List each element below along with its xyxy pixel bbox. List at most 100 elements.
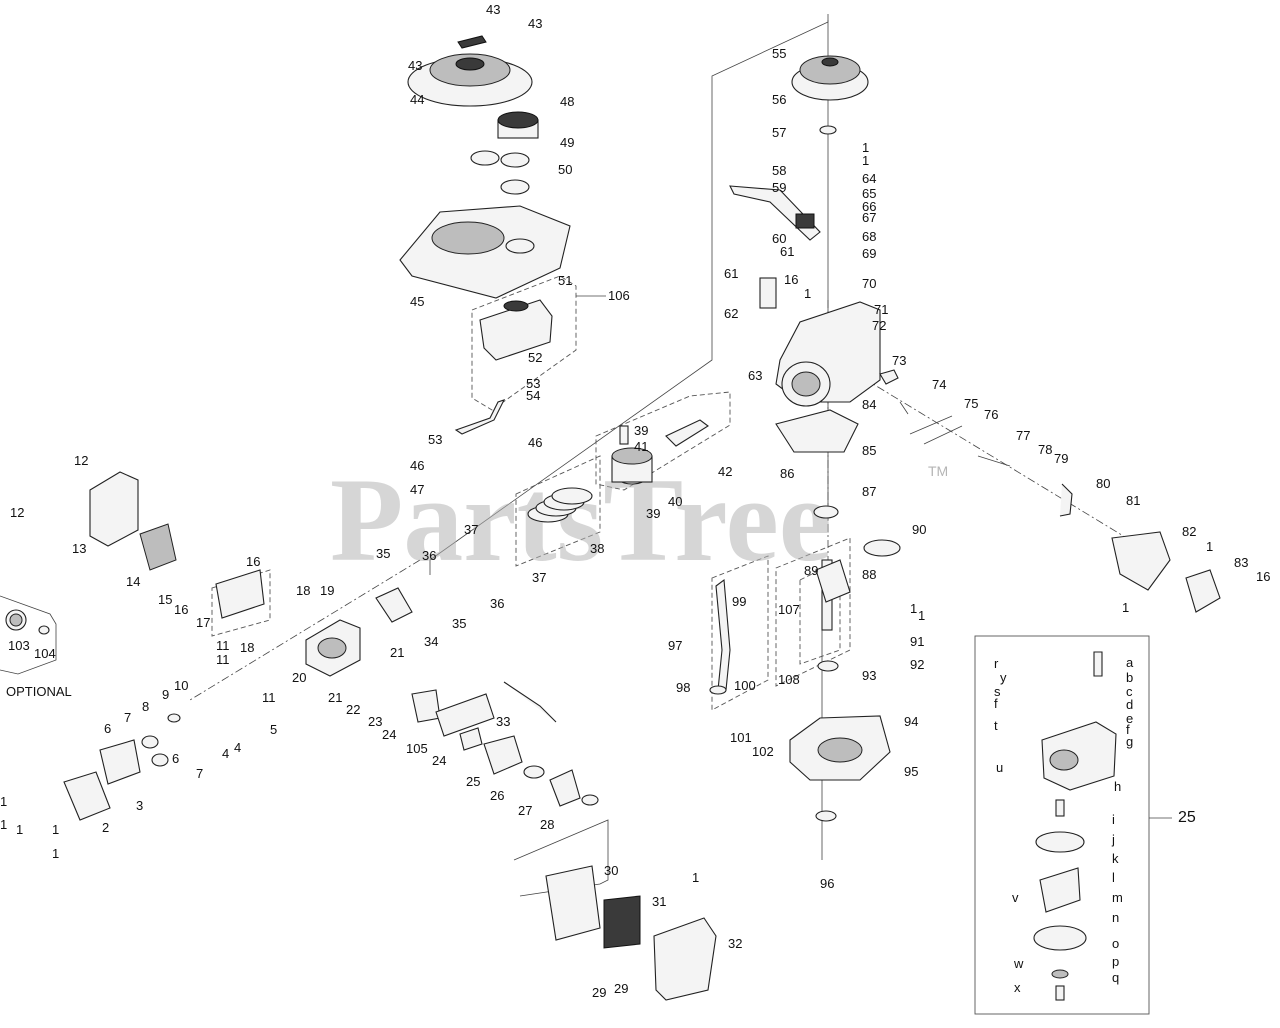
callout: 93 bbox=[862, 668, 876, 683]
callout: 1 bbox=[0, 817, 7, 832]
callout: 13 bbox=[72, 541, 86, 556]
callout: 52 bbox=[528, 350, 542, 365]
callout: 39 bbox=[646, 506, 660, 521]
carburetor-detail bbox=[1033, 651, 1117, 1001]
callout: 46 bbox=[528, 435, 542, 450]
callout: 66 bbox=[862, 199, 876, 214]
carb-letter: x bbox=[1014, 980, 1021, 995]
carb-letter: f bbox=[1126, 722, 1130, 737]
callout: 7 bbox=[124, 710, 131, 725]
callout: 79 bbox=[1054, 451, 1068, 466]
callout: 6 bbox=[104, 721, 111, 736]
oil-dipstick-tube bbox=[709, 578, 731, 695]
watermark-trademark: TM bbox=[928, 463, 948, 479]
carb-letter: d bbox=[1126, 697, 1133, 712]
callout: 55 bbox=[772, 46, 786, 61]
recoil-starter bbox=[407, 35, 533, 107]
callout: 9 bbox=[162, 687, 169, 702]
carb-letter: s bbox=[994, 684, 1001, 699]
callout: 21 bbox=[328, 690, 342, 705]
watermark-brand: PartsTree bbox=[330, 453, 832, 586]
callout: 47 bbox=[410, 482, 424, 497]
callout: 8 bbox=[142, 699, 149, 714]
callout: 29 bbox=[592, 985, 606, 1000]
callout: 32 bbox=[728, 936, 742, 951]
carburetor-and-intake bbox=[411, 681, 599, 807]
callout: 97 bbox=[668, 638, 682, 653]
callout: 53 bbox=[526, 376, 540, 391]
callout: 105 bbox=[406, 741, 428, 756]
callout: 22 bbox=[346, 702, 360, 717]
callout: 1 bbox=[52, 846, 59, 861]
callout: 80 bbox=[1096, 476, 1110, 491]
callout: 16 bbox=[1256, 569, 1270, 584]
callout: 48 bbox=[560, 94, 574, 109]
callout: 61 bbox=[780, 244, 794, 259]
callout: 18 bbox=[240, 640, 254, 655]
callout: 3 bbox=[136, 798, 143, 813]
carb-letter: w bbox=[1013, 956, 1024, 971]
callout: 11 bbox=[216, 638, 230, 653]
carb-letter: g bbox=[1126, 734, 1133, 749]
callout: 16 bbox=[784, 272, 798, 287]
callout: 73 bbox=[892, 353, 906, 368]
carb-letter: j bbox=[1111, 832, 1115, 847]
carb-letter: l bbox=[1112, 870, 1115, 885]
callout: 87 bbox=[862, 484, 876, 499]
callout: 25 bbox=[466, 774, 480, 789]
callout: 84 bbox=[862, 397, 876, 412]
callout: 11 bbox=[262, 690, 276, 705]
valve-cover bbox=[63, 713, 181, 821]
crankcase bbox=[775, 301, 881, 453]
callout: 12 bbox=[74, 453, 88, 468]
carb-letter: h bbox=[1114, 779, 1121, 794]
callout: 26 bbox=[490, 788, 504, 803]
callout: 57 bbox=[772, 125, 786, 140]
callout: 69 bbox=[862, 246, 876, 261]
callout: 107 bbox=[778, 602, 800, 617]
callout: 24 bbox=[382, 727, 396, 742]
callout: 43 bbox=[486, 2, 500, 17]
callout: 99 bbox=[732, 594, 746, 609]
callout: 43 bbox=[528, 16, 542, 31]
callout: 65 bbox=[862, 186, 876, 201]
carb-letter: m bbox=[1112, 890, 1123, 905]
carb-letter: r bbox=[994, 656, 999, 671]
optional-filter bbox=[5, 609, 50, 635]
carb-letter: e bbox=[1126, 711, 1133, 726]
carb-letter: y bbox=[1000, 670, 1007, 685]
callout: 82 bbox=[1182, 524, 1196, 539]
air-filter bbox=[545, 865, 717, 1001]
callout: 56 bbox=[772, 92, 786, 107]
carb-letter: u bbox=[996, 760, 1003, 775]
callout: 53 bbox=[428, 432, 442, 447]
fuel-line bbox=[454, 399, 506, 435]
callout: 102 bbox=[752, 744, 774, 759]
callout: 29 bbox=[614, 981, 628, 996]
callout: 106 bbox=[608, 288, 630, 303]
carb-letter: n bbox=[1112, 910, 1119, 925]
governor-linkage bbox=[879, 369, 1221, 613]
callout: 70 bbox=[862, 276, 876, 291]
callout: 1 bbox=[804, 286, 811, 301]
callout: 100 bbox=[734, 678, 756, 693]
callout: 1 bbox=[918, 608, 925, 623]
callout: 20 bbox=[292, 670, 306, 685]
callout: 104 bbox=[34, 646, 56, 661]
callout: 1 bbox=[862, 140, 869, 155]
callout: 108 bbox=[778, 672, 800, 687]
callout: 58 bbox=[772, 163, 786, 178]
callout: 90 bbox=[912, 522, 926, 537]
callout: 24 bbox=[432, 753, 446, 768]
oil-pan bbox=[789, 715, 891, 822]
carb-letter: q bbox=[1112, 970, 1119, 985]
callout: 37 bbox=[532, 570, 546, 585]
callout: 14 bbox=[126, 574, 140, 589]
callout: 64 bbox=[862, 171, 876, 186]
callout: 44 bbox=[410, 92, 424, 107]
callout: 5 bbox=[270, 722, 277, 737]
cylinder-head bbox=[305, 587, 413, 677]
callout: 27 bbox=[518, 803, 532, 818]
callout: 1 bbox=[0, 794, 7, 809]
callout: 35 bbox=[376, 546, 390, 561]
